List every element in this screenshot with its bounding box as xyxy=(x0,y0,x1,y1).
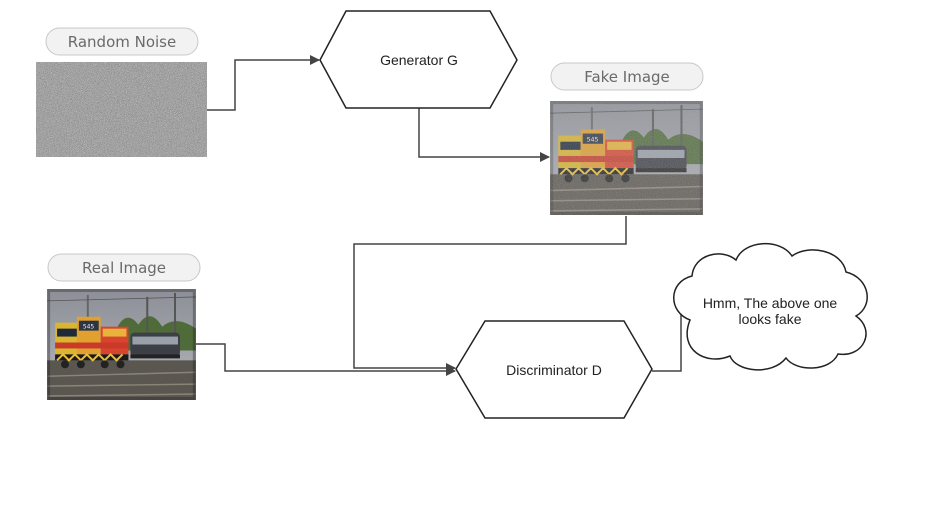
fake-image-label: Fake Image xyxy=(550,62,704,91)
generator-to-fake-connector xyxy=(418,108,550,162)
random-noise-label: Random Noise xyxy=(45,27,199,56)
real-image-label-text: Real Image xyxy=(82,259,166,277)
fake-image xyxy=(550,101,703,215)
random-noise-image xyxy=(36,62,207,157)
fake-to-discriminator-connector xyxy=(353,216,627,373)
real-image-label: Real Image xyxy=(47,253,201,282)
fake-image-label-text: Fake Image xyxy=(584,68,670,86)
generator-node[interactable]: Generator G xyxy=(319,10,518,109)
random-noise-label-text: Random Noise xyxy=(68,33,176,51)
noise-to-generator-connector xyxy=(207,55,320,111)
discriminator-to-cloud-connector xyxy=(652,305,693,372)
cloud-text-line1: Hmm, The above one xyxy=(703,295,838,311)
real-image xyxy=(47,289,196,400)
cloud-text-line2: looks fake xyxy=(738,311,801,327)
discriminator-label: Discriminator D xyxy=(506,362,602,378)
real-to-discriminator-connector xyxy=(196,343,456,376)
thought-cloud: Hmm, The above one looks fake xyxy=(673,242,868,371)
discriminator-node[interactable]: Discriminator D xyxy=(455,320,653,419)
generator-label: Generator G xyxy=(380,52,458,68)
